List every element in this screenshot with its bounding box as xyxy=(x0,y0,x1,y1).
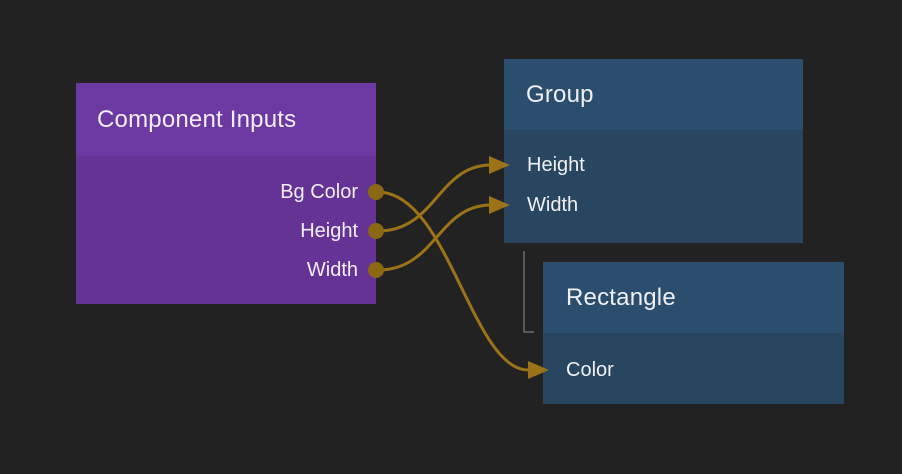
node-component-inputs-body: Bg Color Height Width xyxy=(76,156,376,304)
port-label: Color xyxy=(566,359,614,381)
node-group-header[interactable]: Group xyxy=(504,59,803,130)
wire-height-to-group-height[interactable] xyxy=(376,163,493,233)
node-component-inputs-header[interactable]: Component Inputs xyxy=(76,83,376,156)
port-label: Width xyxy=(527,194,579,216)
node-rectangle-body: Color xyxy=(543,333,844,404)
output-port-height[interactable]: Height xyxy=(300,211,376,251)
node-title: Component Inputs xyxy=(97,105,297,133)
input-port-width[interactable]: Width xyxy=(504,185,578,225)
port-label: Height xyxy=(527,154,585,176)
port-label: Width xyxy=(306,259,358,281)
output-port-width[interactable]: Width xyxy=(307,250,376,290)
wire-width-to-group-width[interactable] xyxy=(376,203,493,272)
node-group-body: Height Width xyxy=(504,130,803,243)
node-rectangle-header[interactable]: Rectangle xyxy=(543,262,844,333)
node-rectangle[interactable]: Rectangle Color xyxy=(543,262,844,404)
port-label: Height xyxy=(300,220,358,242)
node-component-inputs[interactable]: Component Inputs Bg Color Height Width xyxy=(76,83,376,304)
output-port-bg-color[interactable]: Bg Color xyxy=(280,172,376,212)
input-port-height[interactable]: Height xyxy=(504,145,585,185)
node-group[interactable]: Group Height Width xyxy=(504,59,803,243)
port-label: Bg Color xyxy=(280,181,358,203)
hierarchy-connector-line xyxy=(523,251,534,333)
input-port-color[interactable]: Color xyxy=(543,350,614,390)
node-title: Rectangle xyxy=(566,283,676,311)
node-title: Group xyxy=(526,80,594,108)
